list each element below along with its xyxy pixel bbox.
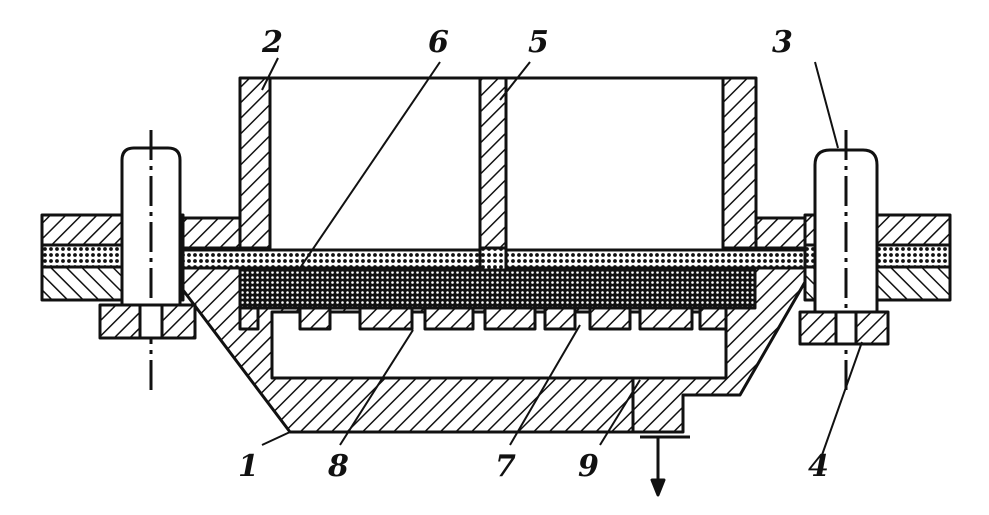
filter-mesh-part-7 bbox=[238, 268, 757, 310]
partition-part-5 bbox=[478, 76, 508, 250]
bolt-right-part-3 bbox=[813, 130, 879, 390]
nut-right-part-4 bbox=[798, 310, 890, 346]
label-part-8: 8 bbox=[328, 449, 349, 484]
label-part-4: 4 bbox=[808, 449, 829, 484]
label-part-2: 2 bbox=[262, 25, 283, 60]
bolt-left bbox=[120, 130, 182, 390]
label-part-1: 1 bbox=[238, 449, 259, 484]
label-part-5: 5 bbox=[528, 25, 549, 60]
label-part-9: 9 bbox=[578, 449, 599, 484]
nut-left bbox=[98, 303, 197, 340]
leader-lines bbox=[261, 57, 863, 456]
outlet-pipe-part-9 bbox=[631, 395, 690, 497]
label-part-7: 7 bbox=[495, 449, 516, 484]
upper-cylinder-part-2 bbox=[238, 76, 272, 250]
label-part-3: 3 bbox=[772, 25, 793, 60]
label-part-6: 6 bbox=[428, 25, 449, 60]
